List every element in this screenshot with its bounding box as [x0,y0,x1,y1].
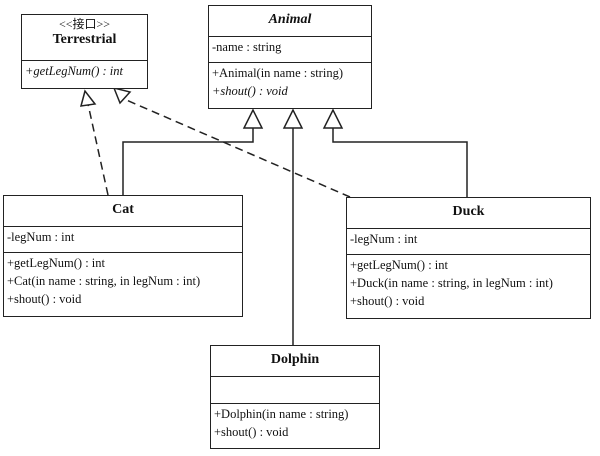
dolphin-operation: +shout() : void [214,425,289,439]
duck-class-box: Duck -legNum : int +getLegNum() : int +D… [346,197,591,319]
realization-arrowhead-cat [79,89,97,107]
cat-attribute: -legNum : int [7,230,75,244]
animal-name: Animal [268,12,312,27]
cat-operations: +getLegNum() : int +Cat(in name : string… [4,252,242,309]
duck-attributes: -legNum : int [347,228,590,254]
dolphin-operation: +Dolphin(in name : string) [214,407,349,421]
dolphin-name: Dolphin [270,352,320,367]
terrestrial-name: Terrestrial [52,32,117,47]
dolphin-header: Dolphin [211,346,379,376]
cat-operation: +getLegNum() : int [7,256,105,270]
animal-class-box: Animal -name : string +Animal(in name : … [208,5,372,109]
duck-operation: +Duck(in name : string, in legNum : int) [350,276,553,290]
cat-realizes-terrestrial [87,103,109,196]
cat-header: Cat [4,196,242,226]
terrestrial-interface-box: <<接口>> Terrestrial +getLegNum() : int [21,14,148,89]
duck-extends-animal [332,128,468,197]
cat-class-box: Cat -legNum : int +getLegNum() : int +Ca… [3,195,243,317]
generalization-arrowhead-right [322,108,344,129]
duck-operations: +getLegNum() : int +Duck(in name : strin… [347,254,590,311]
animal-operation: +shout() : void [212,84,288,98]
animal-operations: +Animal(in name : string) +shout() : voi… [209,62,371,101]
animal-attribute: -name : string [212,40,282,54]
dolphin-operations: +Dolphin(in name : string) +shout() : vo… [211,403,379,442]
cat-operation: +Cat(in name : string, in legNum : int) [7,274,201,288]
dolphin-attributes [211,376,379,403]
duck-header: Duck [347,198,590,228]
terrestrial-operation: +getLegNum() : int [25,64,124,78]
cat-name: Cat [112,202,134,217]
cat-attributes: -legNum : int [4,226,242,252]
cat-operation: +shout() : void [7,292,82,306]
animal-header: Animal [209,6,371,36]
duck-attribute: -legNum : int [350,232,418,246]
cat-extends-animal [122,128,254,195]
generalization-arrowhead-center [282,108,304,129]
terrestrial-operations: +getLegNum() : int [22,60,147,81]
duck-name: Duck [452,204,485,219]
duck-realizes-terrestrial [123,98,351,198]
animal-attributes: -name : string [209,36,371,62]
terrestrial-stereotype: <<接口>> [58,17,111,31]
generalization-arrowhead-left [242,108,264,129]
animal-operation: +Animal(in name : string) [212,66,343,80]
duck-operation: +shout() : void [350,294,425,308]
realization-arrowhead-duck [112,86,132,105]
terrestrial-header: <<接口>> Terrestrial [22,15,147,60]
duck-operation: +getLegNum() : int [350,258,448,272]
dolphin-class-box: Dolphin +Dolphin(in name : string) +shou… [210,345,380,449]
